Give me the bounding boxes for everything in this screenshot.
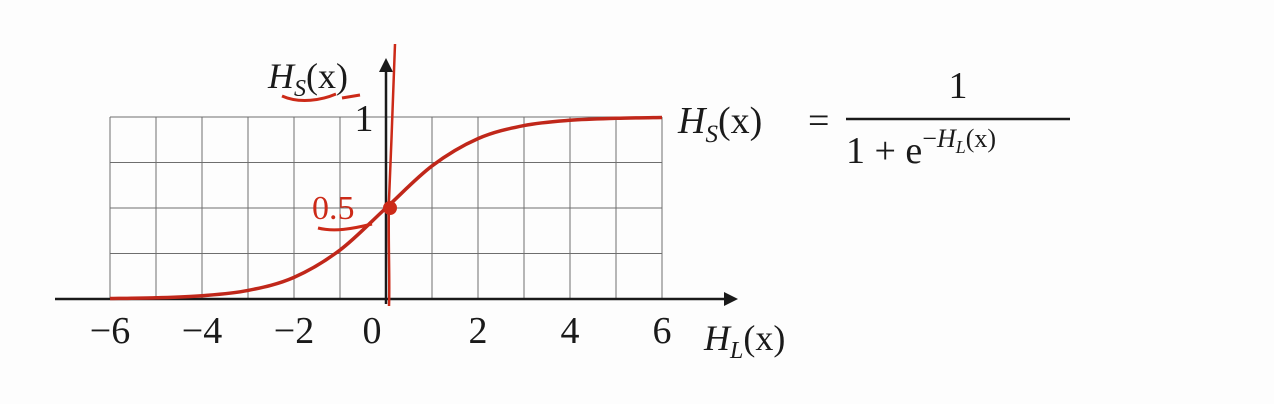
- vertical-annotation-stroke: [387, 43, 397, 307]
- y-axis-label-sub: S: [294, 76, 306, 102]
- formula-denominator: 1 + e−HL(x): [846, 124, 996, 172]
- y-axis-label: HS(x): [267, 56, 348, 102]
- x-axis-label-var: H: [703, 318, 732, 358]
- formula-exponent-arg: (x): [966, 124, 996, 153]
- x-tick-label: 2: [469, 310, 488, 352]
- midpoint-marker: [383, 201, 397, 215]
- y-label-underline-tail: [341, 93, 361, 100]
- formula-numerator: 1: [949, 65, 968, 107]
- formula-lhs: HS(x): [677, 100, 762, 148]
- x-tick-label: −6: [90, 310, 130, 352]
- y-axis-arrow: [379, 58, 393, 72]
- formula-lhs-sub: S: [705, 121, 718, 148]
- sigmoid-formula: HS(x) = 1 1 + e−HL(x): [677, 65, 1070, 172]
- x-axis-label-sub: L: [729, 338, 743, 364]
- midpoint-label: 0.5: [312, 190, 355, 227]
- formula-denominator-prefix: 1 + e: [846, 130, 922, 172]
- y-axis-label-arg: (x): [306, 56, 348, 96]
- formula-lhs-arg: (x): [718, 100, 762, 142]
- formula-exponent-var: H: [936, 124, 957, 153]
- y-tick-labels: 1: [355, 98, 374, 140]
- x-axis-arrow: [724, 292, 738, 306]
- x-tick-label: −2: [274, 310, 314, 352]
- x-tick-label: 0: [363, 310, 382, 352]
- formula-equals: =: [808, 100, 829, 142]
- y-label-underline-annotation: [281, 92, 337, 102]
- x-tick-label: 4: [561, 310, 580, 352]
- formula-exponent-sub: L: [955, 137, 966, 157]
- x-tick-labels: −6 −4 −2 0 2 4 6: [90, 310, 672, 352]
- x-axis-label: HL(x): [703, 318, 785, 364]
- x-tick-label: 6: [653, 310, 672, 352]
- midpoint-underline-annotation: [317, 222, 373, 232]
- x-axis-label-arg: (x): [743, 318, 785, 358]
- y-axis-label-var: H: [267, 56, 296, 96]
- y-tick-label: 1: [355, 98, 374, 140]
- formula-lhs-var: H: [677, 100, 708, 142]
- x-tick-label: −4: [182, 310, 222, 352]
- formula-exponent-sign: −: [922, 124, 937, 153]
